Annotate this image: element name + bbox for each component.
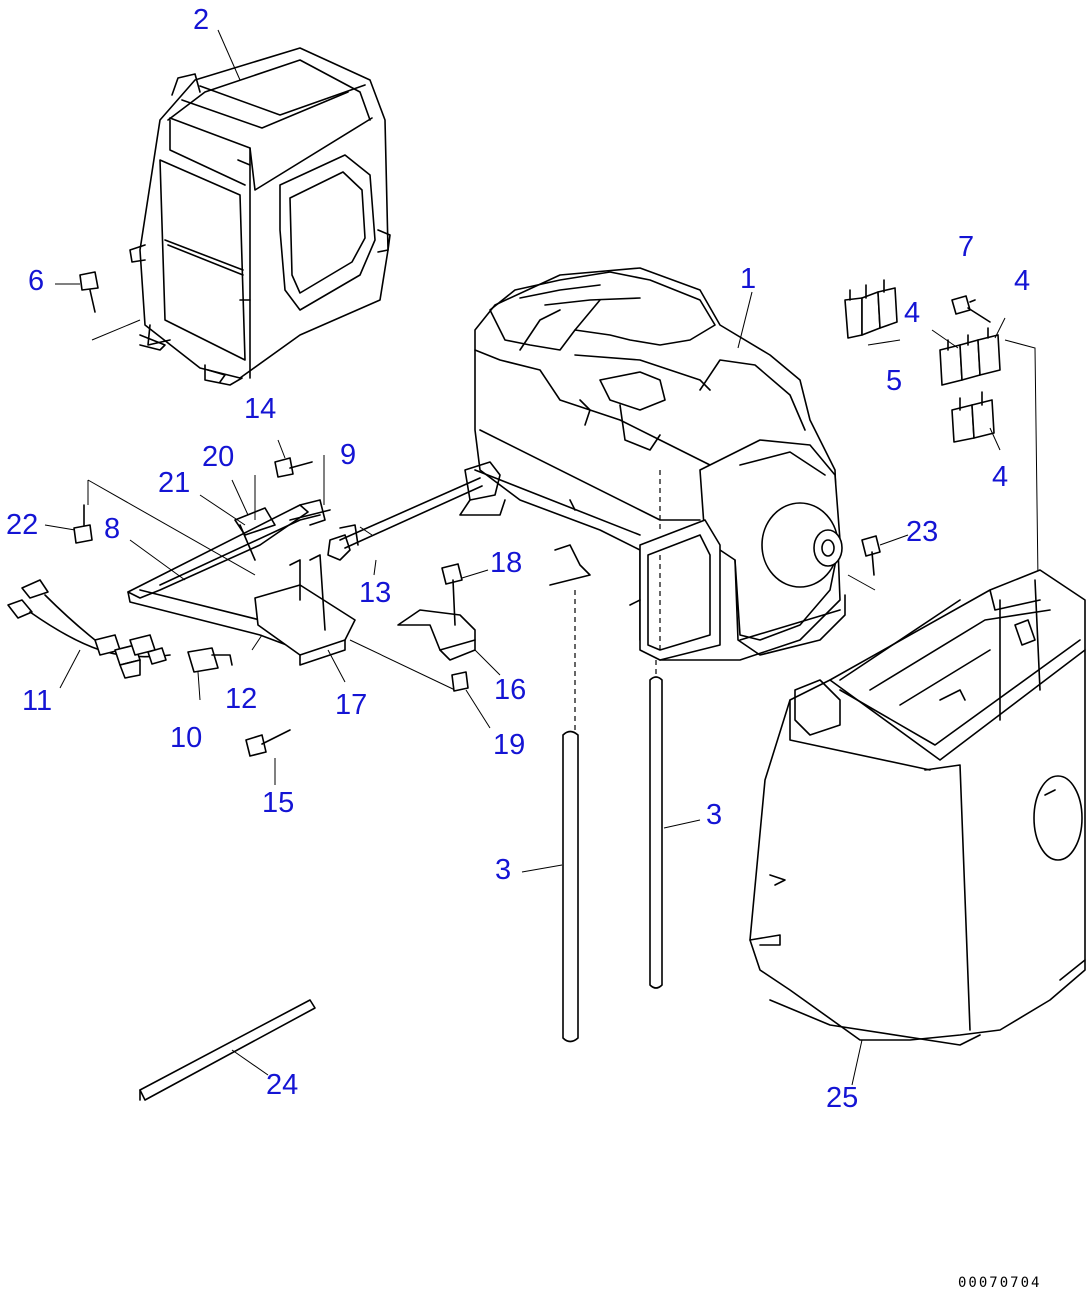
label-21: 21 <box>158 467 190 499</box>
label-4: 4 <box>1014 265 1030 297</box>
part-24-seal-strip <box>139 999 316 1101</box>
part-1-air-conditioner-unit <box>459 267 846 661</box>
label-23: 23 <box>906 516 938 548</box>
part-3-drain-hoses <box>521 590 701 1043</box>
label-24: 24 <box>266 1069 298 1101</box>
part-10-switch <box>187 647 233 701</box>
callout-labels: 2 1 7 4 4 5 4 6 14 9 20 21 22 8 23 18 13… <box>6 4 1041 1291</box>
control-linkage <box>87 455 483 691</box>
label-25: 25 <box>826 1082 858 1114</box>
label-13: 13 <box>359 577 391 609</box>
label-15: 15 <box>262 787 294 819</box>
label-4-c: 4 <box>992 461 1008 493</box>
label-11: 11 <box>22 685 52 717</box>
leader-20 <box>231 479 249 516</box>
label-5: 5 <box>886 365 902 397</box>
document-id: 00070704 <box>958 1275 1041 1291</box>
label-4-b: 4 <box>904 297 920 329</box>
part-25-console-box <box>749 569 1086 1086</box>
label-8: 8 <box>104 513 120 545</box>
label-1: 1 <box>740 263 756 295</box>
label-17: 17 <box>335 689 367 721</box>
label-22: 22 <box>6 509 38 541</box>
label-9: 9 <box>340 439 356 471</box>
leader-2 <box>217 29 241 81</box>
label-3-right: 3 <box>706 799 722 831</box>
label-18: 18 <box>490 547 522 579</box>
label-10: 10 <box>170 722 202 754</box>
label-20: 20 <box>202 441 234 473</box>
part-2-filter-box <box>129 47 391 386</box>
label-14: 14 <box>244 393 276 425</box>
label-12: 12 <box>225 683 257 715</box>
parts-16-18-19 <box>397 563 501 729</box>
label-2: 2 <box>193 4 209 36</box>
bolts <box>44 271 909 785</box>
label-19: 19 <box>493 729 525 761</box>
label-6: 6 <box>28 265 44 297</box>
relays-part-4-5 <box>844 279 1039 581</box>
label-3-left: 3 <box>495 854 511 886</box>
label-7: 7 <box>958 231 974 263</box>
label-16: 16 <box>494 674 526 706</box>
part-11-harness <box>7 579 171 689</box>
